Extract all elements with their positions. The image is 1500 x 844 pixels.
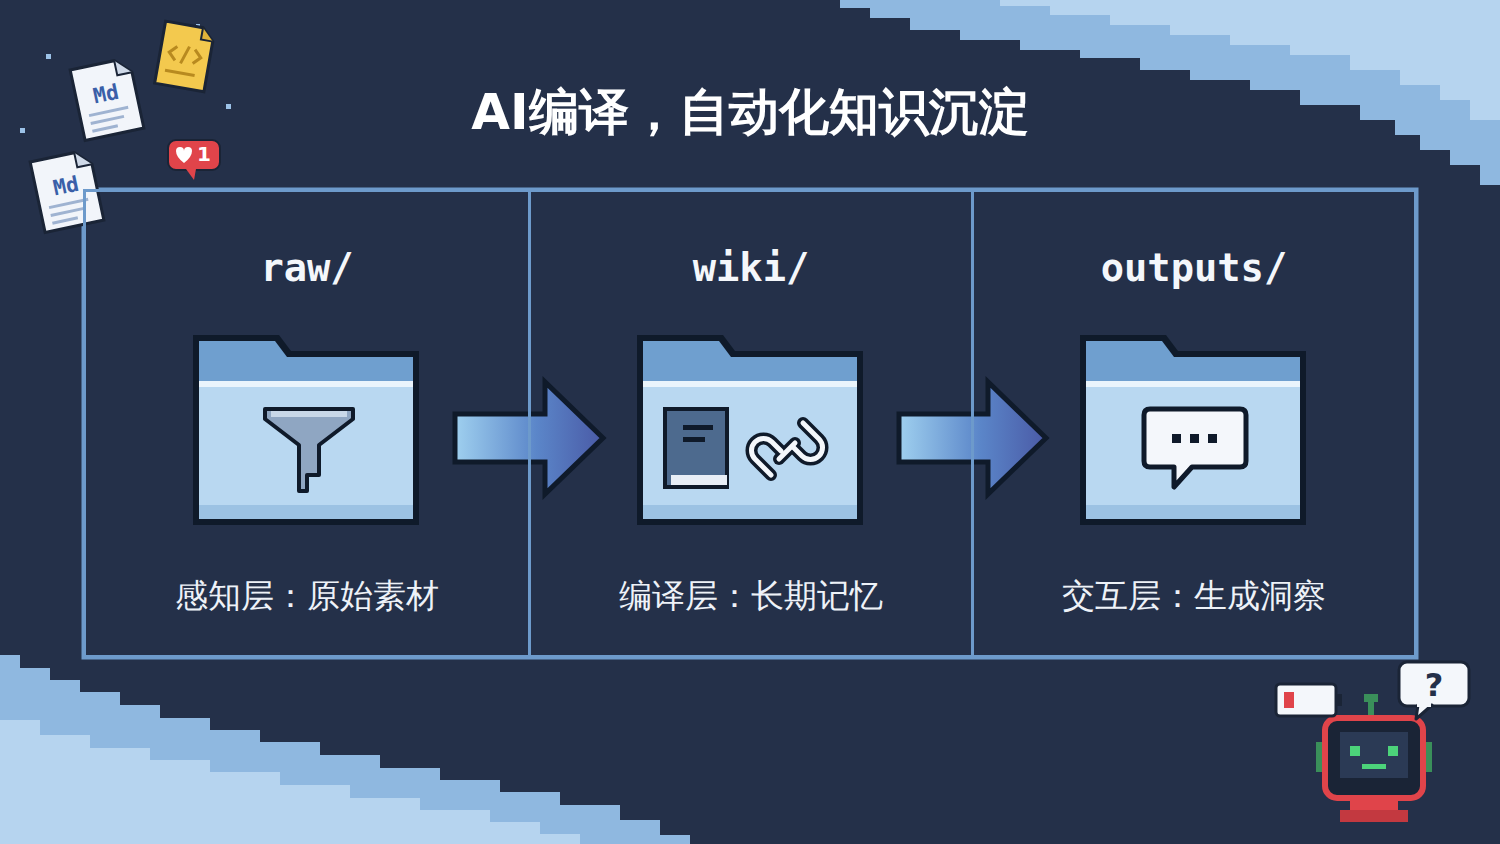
layer-label: 编译层：长期记忆 xyxy=(531,574,971,618)
folder-icon xyxy=(187,325,427,535)
icon-text: ? xyxy=(1396,667,1472,703)
shape-outline xyxy=(166,138,222,182)
layer-panel: outputs/交互层：生成洞察 xyxy=(971,189,1417,658)
folder-name: raw/ xyxy=(86,244,528,292)
layer-panel: raw/感知层：原始素材 xyxy=(83,189,531,658)
title: AI编译，自动化知识沉淀 xyxy=(0,82,1500,142)
layer-label: 感知层：原始素材 xyxy=(86,574,528,618)
folder-icon xyxy=(1074,325,1314,535)
speech-bubble: ? xyxy=(1396,659,1472,721)
battery-icon xyxy=(1276,684,1342,716)
wave-bottom-left-light xyxy=(0,720,580,844)
outer-frame xyxy=(83,189,1417,658)
like-badge: 1 xyxy=(166,138,222,182)
icon-text: 1 xyxy=(197,142,211,166)
layer-panel: wiki/编译层：长期记忆 xyxy=(528,189,974,658)
code-file-icon xyxy=(155,21,215,92)
markdown-file: Md xyxy=(67,54,148,144)
wave-bottom-left xyxy=(0,655,690,844)
folder-icon xyxy=(631,325,871,535)
layer-label: 交互层：生成洞察 xyxy=(974,574,1414,618)
folder-name: wiki/ xyxy=(531,244,971,292)
folder-name: outputs/ xyxy=(974,244,1414,292)
wave-top-right-light xyxy=(1000,0,1500,120)
